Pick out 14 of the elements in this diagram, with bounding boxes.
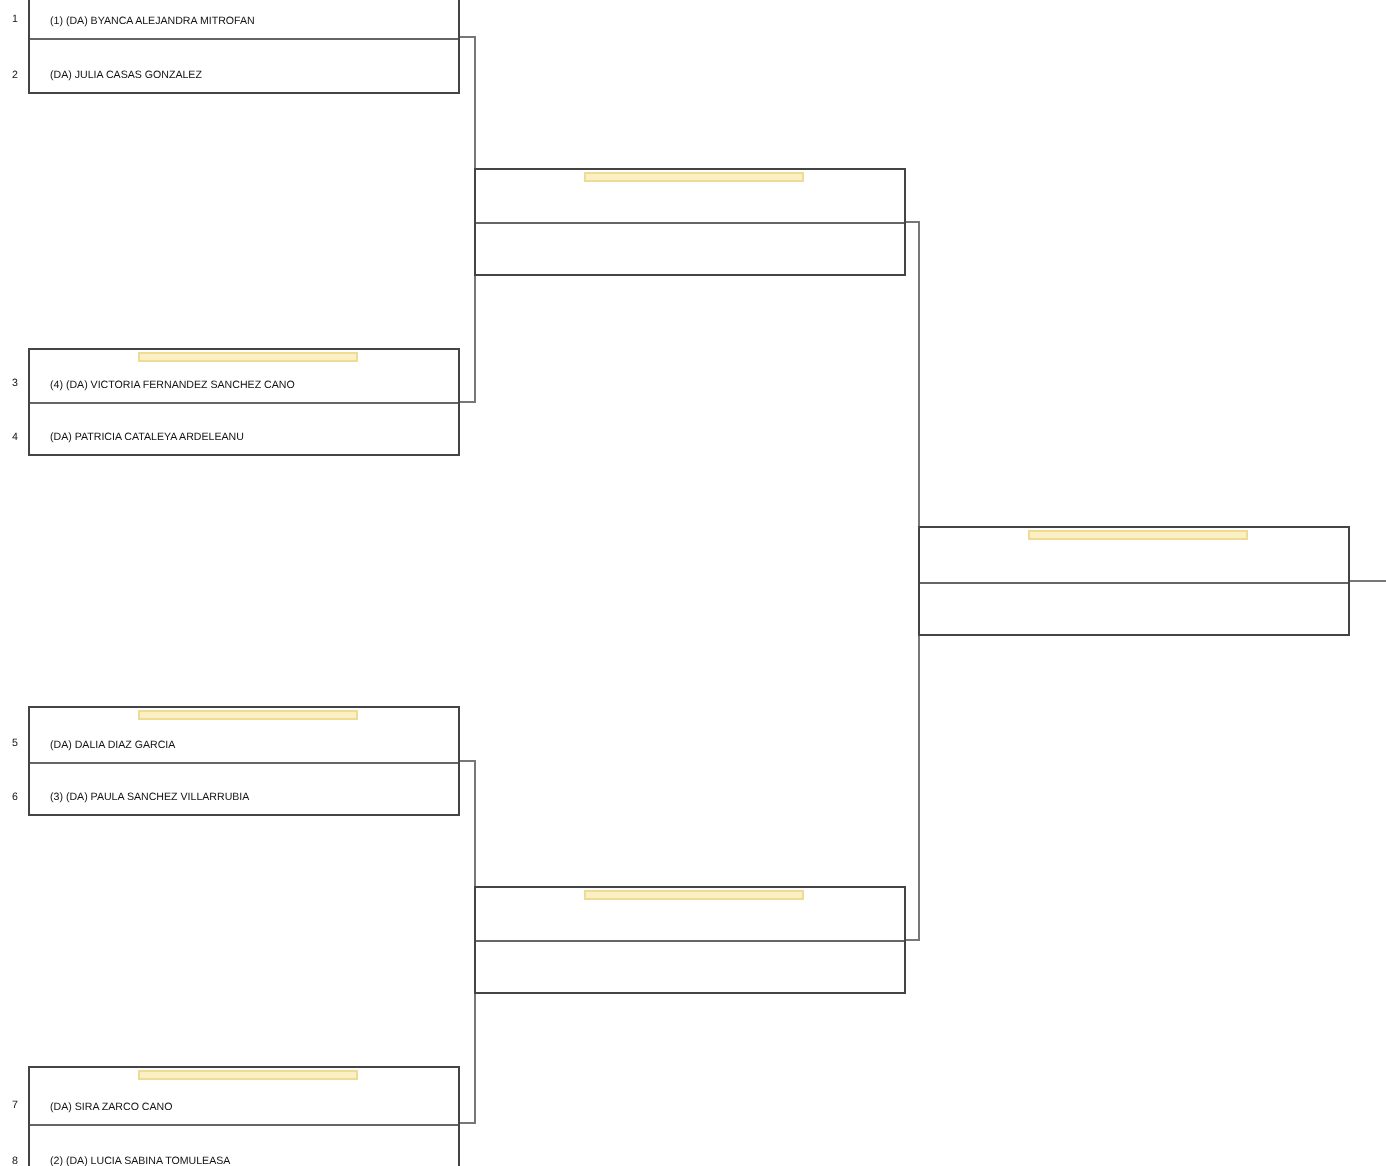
match-box bbox=[474, 886, 906, 994]
match-box bbox=[28, 348, 460, 456]
match-box bbox=[28, 0, 460, 94]
bracket-line bbox=[905, 635, 920, 941]
match-box bbox=[474, 168, 906, 276]
match-box bbox=[918, 526, 1350, 636]
bracket-line bbox=[459, 760, 476, 887]
bracket-line bbox=[459, 275, 476, 403]
bracket-line bbox=[459, 993, 476, 1124]
bracket-line bbox=[1349, 580, 1386, 582]
match-box bbox=[28, 706, 460, 816]
match-box bbox=[28, 1066, 460, 1166]
bracket-line bbox=[459, 36, 476, 169]
bracket-line bbox=[905, 221, 920, 527]
